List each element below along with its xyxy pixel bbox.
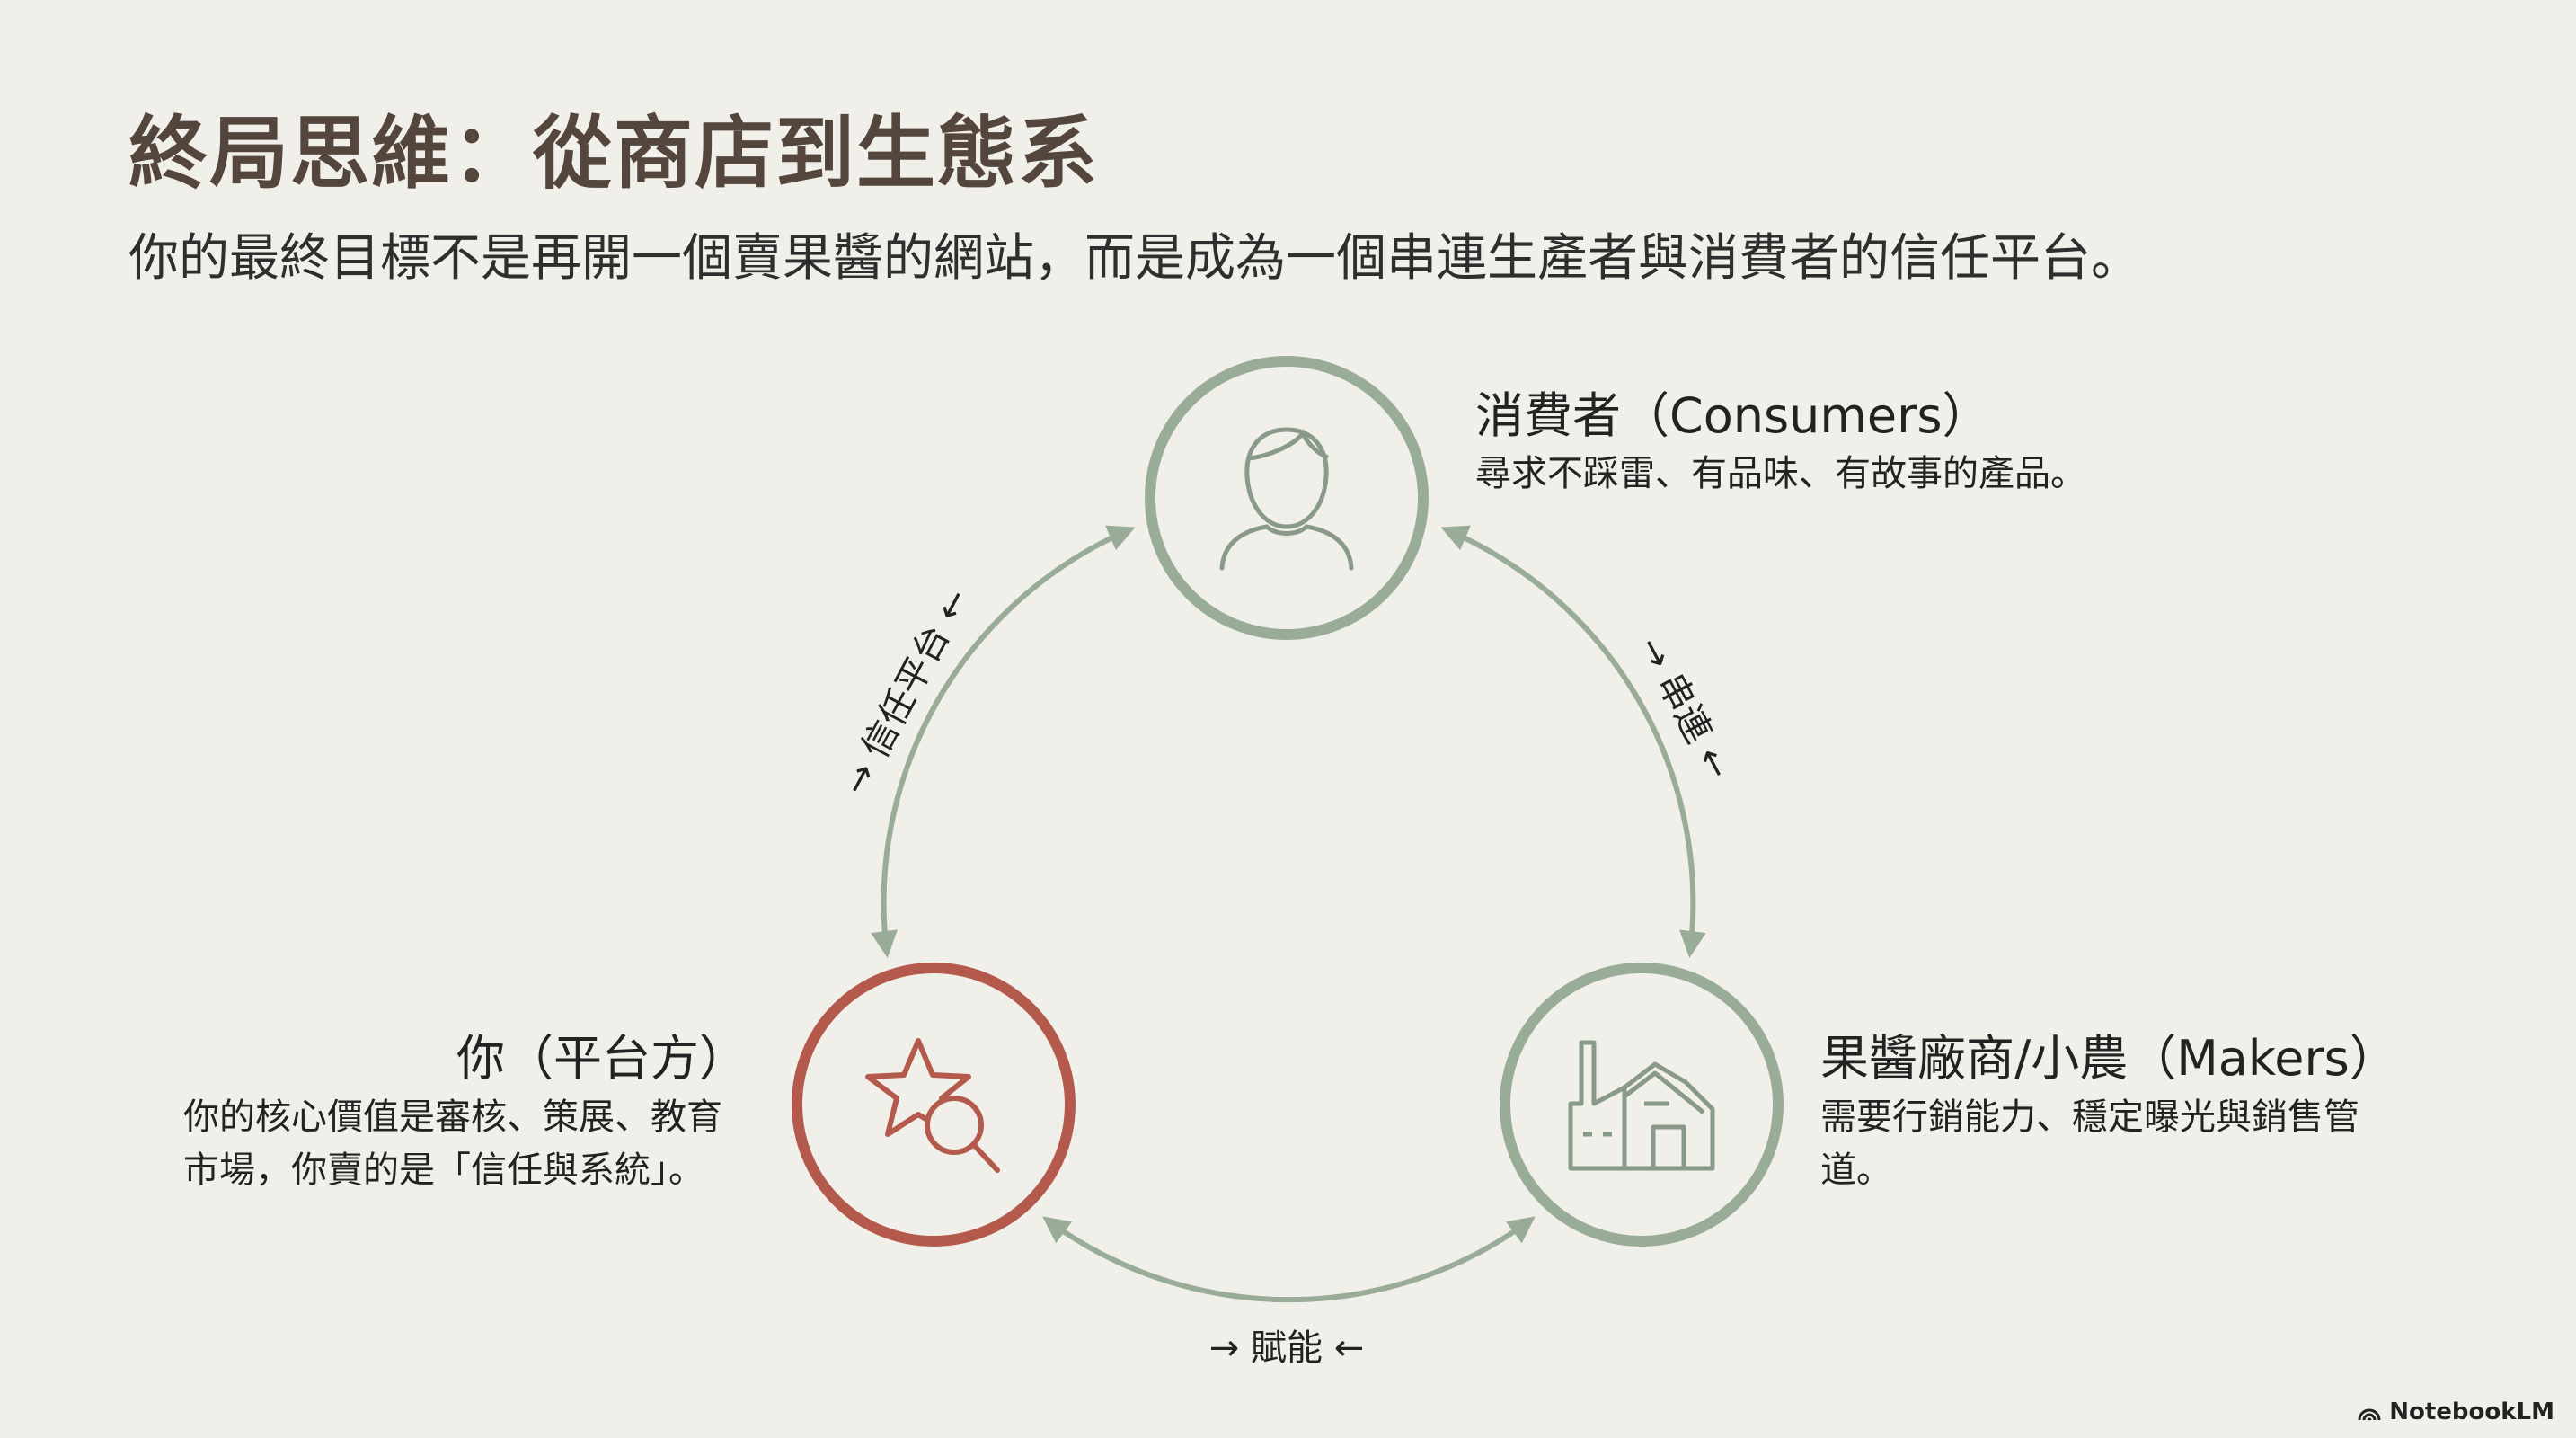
platform-desc-line1: 你的核心價值是審核、策展、教育 [183, 1096, 722, 1138]
factory-icon [1568, 1040, 1715, 1171]
arc-consumers-makers [1440, 525, 1706, 958]
page-subtitle: 你的最終目標不是再開一個賣果醬的網站，而是成為一個串連生產者與消費者的信任平台。 [128, 229, 2141, 288]
notebooklm-logo: NotebookLM [2357, 1398, 2554, 1425]
consumers-desc: 尋求不踩雷、有品味、有故事的產品。 [1475, 453, 2086, 494]
consumers-node [1145, 356, 1429, 640]
platform-node [792, 963, 1076, 1247]
arc-platform-consumers [871, 525, 1136, 958]
notebooklm-icon [2358, 1408, 2381, 1421]
makers-desc-line2: 道。 [1820, 1150, 1892, 1191]
platform-title: 你（平台方） [456, 1030, 748, 1087]
consumers-title: 消費者（Consumers） [1475, 387, 1991, 444]
makers-desc-line1: 需要行銷能力、穩定曝光與銷售管 [1820, 1096, 2359, 1138]
edge-label-empower: → 賦能 ← [1208, 1327, 1365, 1369]
arc-platform-makers [1042, 1216, 1536, 1303]
branding-text: NotebookLM [2389, 1398, 2554, 1425]
makers-title: 果醬廠商/小農（Makers） [1820, 1030, 2398, 1087]
platform-desc-line2: 市場，你賣的是「信任與系統」。 [183, 1150, 704, 1191]
star-search-icon [865, 1038, 1000, 1173]
page-title: 終局思維：從商店到生態系 [128, 107, 1100, 200]
makers-node [1500, 963, 1784, 1247]
person-icon [1219, 427, 1354, 571]
